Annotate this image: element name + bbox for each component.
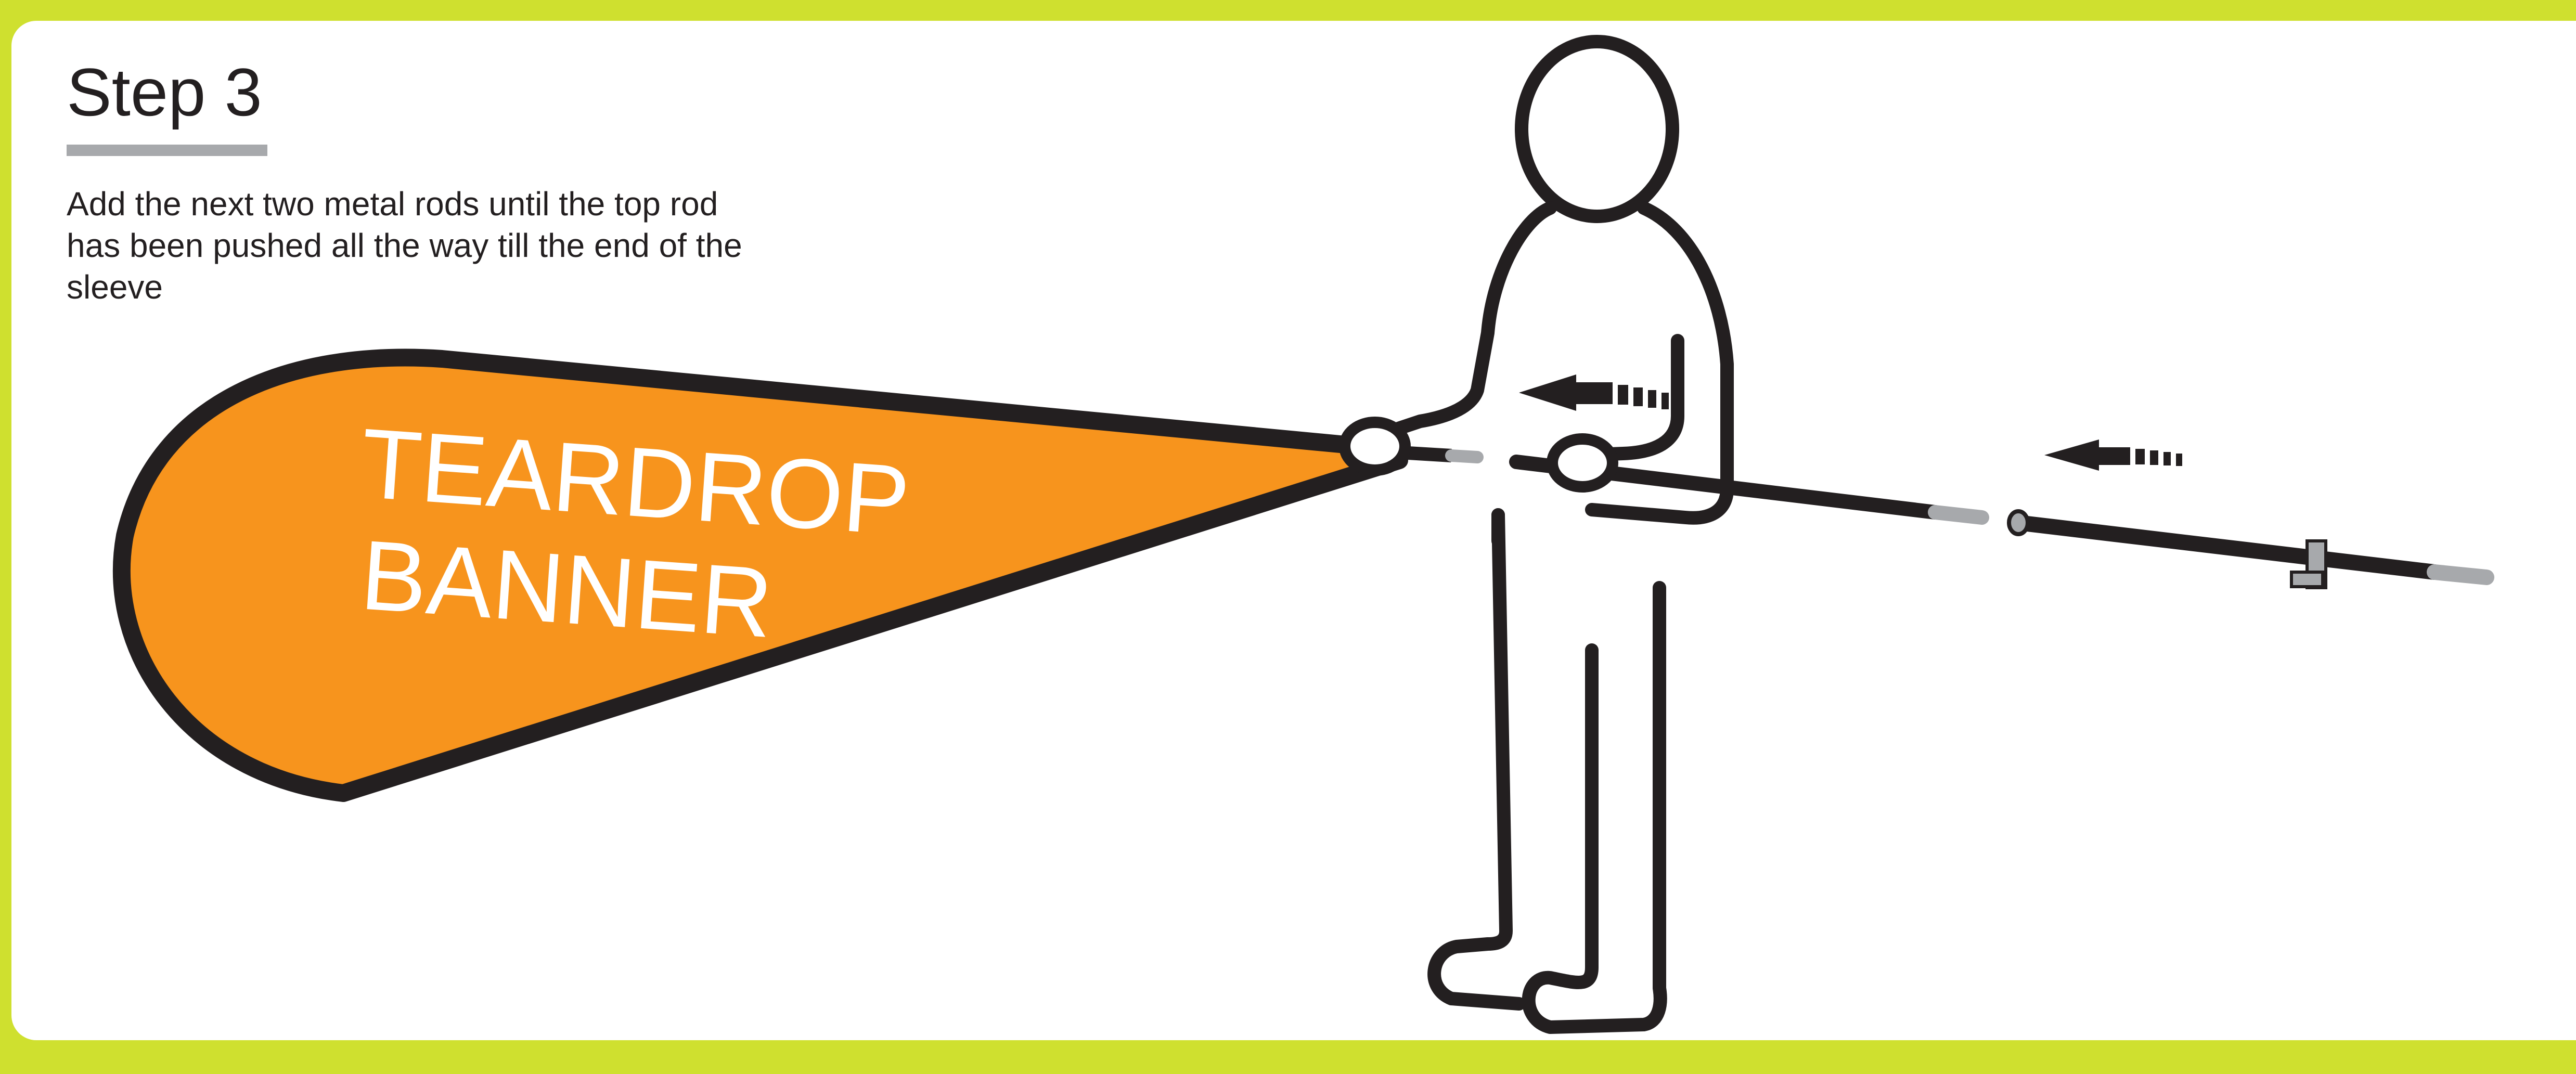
person-figure <box>1373 42 1727 1027</box>
next-rod-end <box>2009 511 2028 534</box>
person-head <box>1522 42 1672 216</box>
next-rod-tip <box>2435 572 2487 577</box>
push-arrow-icon <box>1519 374 1669 411</box>
next-rod <box>2018 523 2435 572</box>
held-rod-tip <box>1935 512 1982 517</box>
banner-rod-tip <box>1451 456 1477 457</box>
left-hand <box>1345 422 1405 470</box>
person-legs <box>1434 515 1660 1027</box>
push-arrow-icon <box>2044 439 2182 471</box>
rod-clip-foot <box>2291 572 2323 587</box>
right-hand <box>1552 439 1613 487</box>
teardrop-banner: TEARDROP BANNER <box>122 358 1399 793</box>
